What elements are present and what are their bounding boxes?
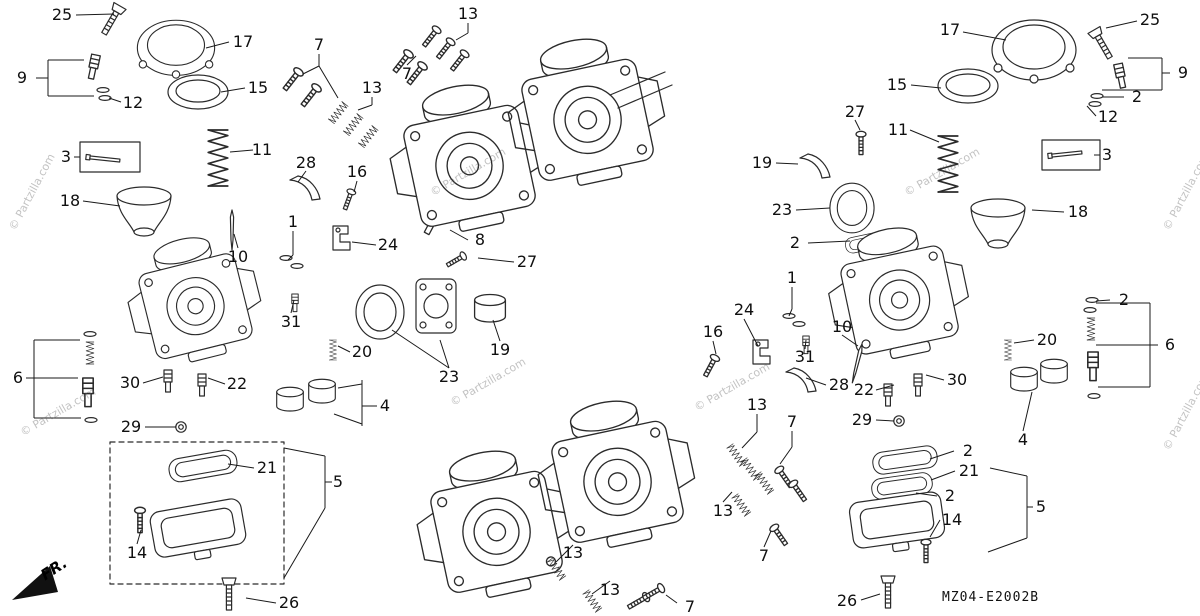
leader-lines [26,13,1170,604]
parts-group [79,1,1128,613]
front-arrow-icon [12,566,58,600]
diagram-code: MZ04-E2002B [942,590,1040,605]
